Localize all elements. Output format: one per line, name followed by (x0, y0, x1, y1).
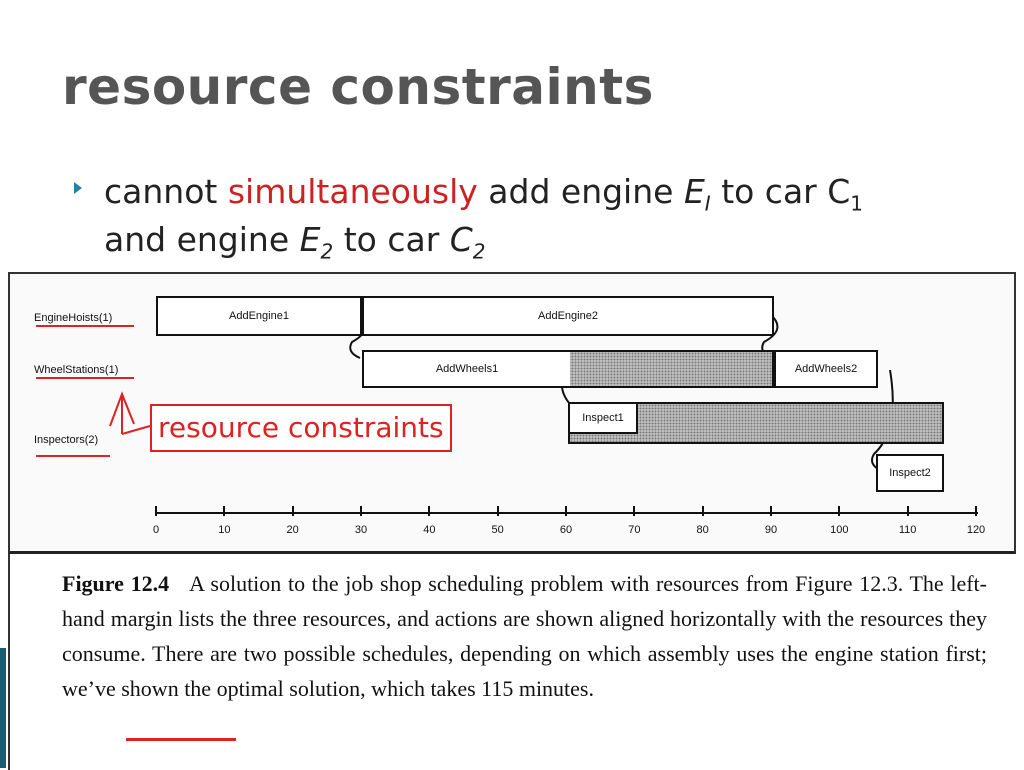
axis-tick-label: 100 (830, 524, 849, 536)
axis-tick (975, 506, 977, 516)
resource-constraints-callout: resource constraints (150, 404, 452, 452)
axis-tick (838, 506, 841, 516)
resource-label-wheel-stations: WheelStations(1) (34, 364, 119, 376)
axis-tick-label: 30 (354, 524, 368, 536)
schedule-chart: EngineHoists(1) WheelStations(1) Inspect… (8, 274, 1016, 554)
axis-tick (223, 506, 226, 516)
action-bar-add-engine-2: AddEngine2 (362, 296, 774, 336)
axis-tick-label: 120 (966, 524, 986, 536)
figure-image: EngineHoists(1) WheelStations(1) Inspect… (8, 272, 1016, 770)
axis-tick (360, 506, 362, 516)
axis-tick-label: 110 (898, 524, 917, 536)
slide-accent-bar (0, 648, 6, 768)
axis-tick (565, 506, 567, 516)
axis-tick-label: 80 (696, 524, 709, 536)
axis-tick (428, 506, 431, 516)
dependency-link (871, 369, 894, 471)
axis-tick-label: 40 (423, 524, 436, 536)
resource-label-inspectors: Inspectors(2) (34, 434, 99, 446)
action-bar-add-engine-1: AddEngine1 (156, 296, 362, 336)
axis-tick (496, 506, 499, 516)
axis-tick-label: 90 (764, 524, 778, 536)
slide-title: resource constraints (62, 58, 654, 116)
axis-tick-label: 10 (218, 524, 231, 536)
highlight-word: simultaneously (227, 172, 478, 211)
bullet-text: cannot simultaneously add engine EI to c… (104, 172, 864, 264)
action-bar-add-wheels-2: AddWheels2 (774, 350, 878, 388)
caption-underline (126, 738, 236, 741)
action-bar-inspect-1: Inspect1 (568, 402, 944, 444)
action-bar-add-wheels-1: AddWheels1 (362, 350, 774, 388)
bullet-arrow-icon (74, 182, 82, 194)
axis-tick (291, 506, 294, 516)
action-bar-inspect-2: Inspect2 (876, 454, 944, 492)
axis-tick-label: 20 (286, 524, 299, 536)
axis-tick-label: 0 (152, 524, 160, 536)
axis-tick-label: 50 (491, 524, 504, 536)
axis-tick (906, 506, 909, 516)
axis-tick (633, 506, 636, 516)
resource-label-engine-hoists: EngineHoists(1) (34, 312, 113, 324)
axis-tick (155, 506, 157, 516)
axis-tick-label: 60 (559, 524, 573, 536)
axis-tick (701, 506, 704, 516)
caption-panel: Figure 12.4 A solution to the job shop s… (8, 554, 1016, 770)
axis-tick (770, 506, 772, 516)
figure-caption: Figure 12.4 A solution to the job shop s… (62, 571, 987, 701)
time-axis (156, 512, 978, 514)
axis-tick-label: 70 (628, 524, 641, 536)
